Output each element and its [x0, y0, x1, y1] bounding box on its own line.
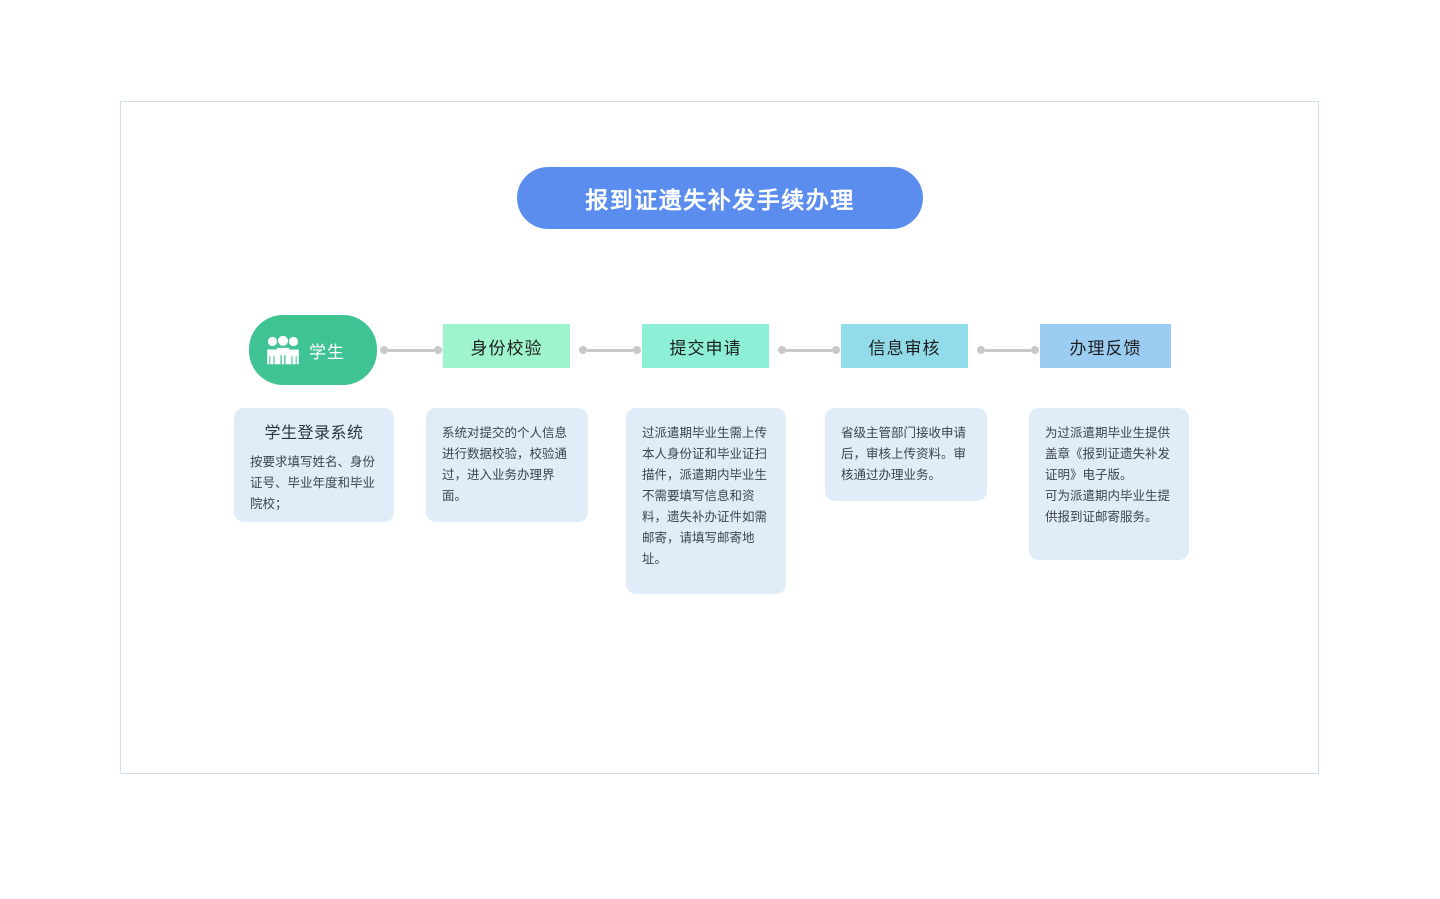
description-card-5-text-b: 可为派遣期内毕业生提供报到证邮寄服务。	[1045, 489, 1171, 524]
connector-line	[985, 348, 1031, 352]
connector-dot-start	[380, 346, 388, 354]
flow-step-1-label: 身份校验	[470, 338, 543, 358]
page-title: 报到证遗失补发手续办理	[517, 167, 923, 229]
connector-dot-end	[633, 346, 641, 354]
three-people-icon	[265, 335, 301, 365]
description-card-3: 过派遣期毕业生需上传本人身份证和毕业证扫描件，派遣期内毕业生不需要填写信息和资料…	[626, 408, 786, 594]
description-card-2-text: 系统对提交的个人信息进行数据校验，校验通过，进入业务办理界面。	[442, 426, 568, 503]
description-card-1-title: 学生登录系统	[264, 425, 364, 442]
connector-line	[388, 348, 434, 352]
flow-step-4-label: 办理反馈	[1069, 338, 1142, 358]
flow-connector-2	[579, 346, 641, 354]
connector-dot-start	[977, 346, 985, 354]
connector-line	[786, 348, 832, 352]
flow-node-actor[interactable]: 学生	[249, 315, 377, 385]
flow-connector-1	[380, 346, 442, 354]
flow-step-1[interactable]: 身份校验	[443, 324, 570, 368]
connector-line	[587, 348, 633, 352]
connector-dot-end	[1031, 346, 1039, 354]
flow-step-4[interactable]: 办理反馈	[1040, 324, 1171, 368]
flow-step-3[interactable]: 信息审核	[841, 324, 968, 368]
description-card-4-text: 省级主管部门接收申请后，审核上传资料。审核通过办理业务。	[841, 426, 967, 482]
description-card-3-text: 过派遣期毕业生需上传本人身份证和毕业证扫描件，派遣期内毕业生不需要填写信息和资料…	[642, 426, 768, 566]
connector-dot-end	[832, 346, 840, 354]
connector-dot-start	[778, 346, 786, 354]
flow-step-2-label: 提交申请	[669, 338, 742, 358]
description-card-5: 为过派遣期毕业生提供盖章《报到证遗失补发证明》电子版。 可为派遣期内毕业生提供报…	[1029, 408, 1189, 560]
description-card-5-text-a: 为过派遣期毕业生提供盖章《报到证遗失补发证明》电子版。	[1045, 426, 1171, 482]
flow-step-3-label: 信息审核	[868, 338, 941, 358]
flow-connector-3	[778, 346, 840, 354]
process-flow: 学生 身份校验 提交申请 信息审核 办理反馈	[249, 315, 1189, 385]
description-card-4: 省级主管部门接收申请后，审核上传资料。审核通过办理业务。	[825, 408, 987, 501]
connector-dot-start	[579, 346, 587, 354]
flow-connector-4	[977, 346, 1039, 354]
description-card-1: 学生登录系统 按要求填写姓名、身份证号、毕业年度和毕业院校；	[234, 408, 394, 522]
flow-step-2[interactable]: 提交申请	[642, 324, 769, 368]
connector-dot-end	[434, 346, 442, 354]
description-card-2: 系统对提交的个人信息进行数据校验，校验通过，进入业务办理界面。	[426, 408, 588, 522]
description-card-1-text: 按要求填写姓名、身份证号、毕业年度和毕业院校；	[250, 455, 376, 511]
flow-node-actor-label: 学生	[309, 342, 345, 362]
